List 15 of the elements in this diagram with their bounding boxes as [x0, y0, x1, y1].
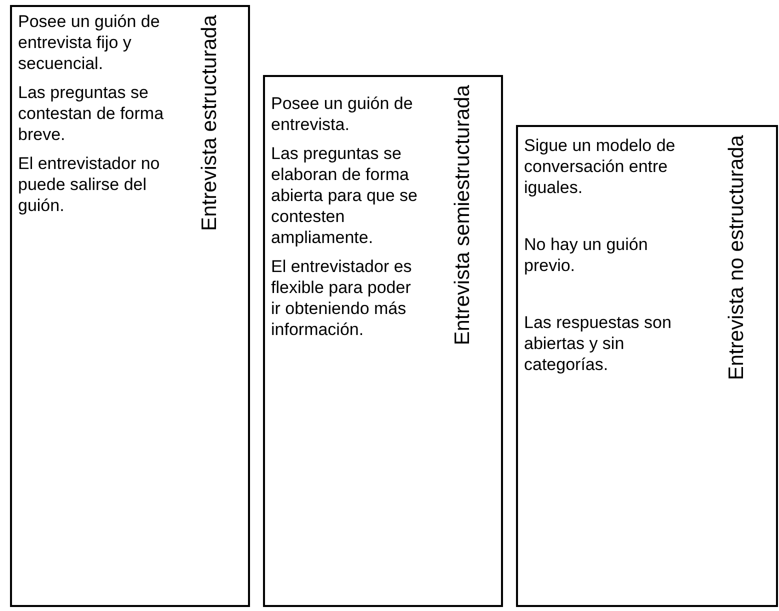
- category-box: [516, 125, 778, 607]
- description-text: No hay un guión previo.: [524, 234, 649, 276]
- description-text: Las respuestas son abiertas y sin categorías.: [524, 312, 672, 375]
- description-text: Las preguntas se contestan de forma breve.: [18, 82, 165, 145]
- description-text: El entrevistador no puede salirse del guión.: [18, 153, 161, 216]
- category-box: [10, 5, 250, 607]
- description-text: El entrevistador es flexible para poder ir obteniendo más información.: [271, 256, 413, 340]
- description-text: Las preguntas se elaboran de forma abierta para que se contesten ampliamente.: [271, 143, 418, 248]
- description-text: Posee un guión de entrevista.: [271, 93, 414, 135]
- category-heading: Entrevista semiestructurada: [451, 85, 475, 346]
- category-heading: Entrevista estructurada: [198, 15, 222, 231]
- category-heading: Entrevista no estructurada: [725, 135, 749, 380]
- description-text: Posee un guión de entrevista fijo y secuencial.: [18, 11, 161, 74]
- description-text: Sigue un modelo de conversación entre iguales.: [524, 135, 676, 198]
- category-box: [263, 75, 503, 607]
